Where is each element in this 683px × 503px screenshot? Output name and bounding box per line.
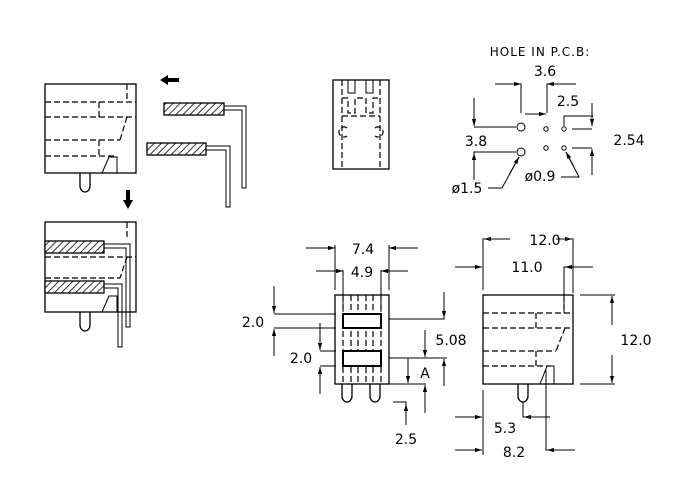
dim-12-0-height: 12.0 [620,333,651,349]
dim-4-9: 4.9 [351,265,373,281]
dim-diameter-0-9: ø0.9 [525,169,556,185]
dim-5-08: 5.08 [435,333,466,349]
front-view-top [332,79,390,170]
dim-diameter-1-5: ø1.5 [452,181,483,197]
dim-A: A [420,366,430,382]
pcb-hole-pattern: HOLE IN P.C.B: 3.6 2.5 2.54 3.8 ø1.5 ø0.… [452,45,645,197]
arrow-down-icon [123,190,133,209]
side-view-dimensioned: 12.0 11.0 12.0 5.3 8.2 [455,233,652,461]
contact-pin-lower [146,142,231,208]
dim-3-8: 3.8 [465,134,487,150]
dim-2-5-pcb: 2.5 [557,94,579,110]
hole-title: HOLE IN P.C.B: [490,45,591,59]
dim-8-2: 8.2 [503,445,525,461]
dim-2-54: 2.54 [613,133,644,149]
dim-7-4: 7.4 [352,242,374,258]
front-view-dimensioned: 7.4 4.9 2.0 2.0 5.08 A 2.5 [242,242,467,448]
dim-12-0-width: 12.0 [529,233,560,249]
dim-2-0-lower: 2.0 [290,351,312,367]
dim-5-3: 5.3 [494,421,516,437]
arrow-left-icon [160,75,179,85]
dim-2-5-front: 2.5 [395,432,417,448]
dim-11-0: 11.0 [511,260,542,276]
assembled-view [44,221,137,348]
dim-3-6: 3.6 [534,64,556,80]
dim-2-0-upper: 2.0 [242,315,264,331]
side-view-housing [44,83,137,193]
contact-pin-upper [163,102,247,189]
